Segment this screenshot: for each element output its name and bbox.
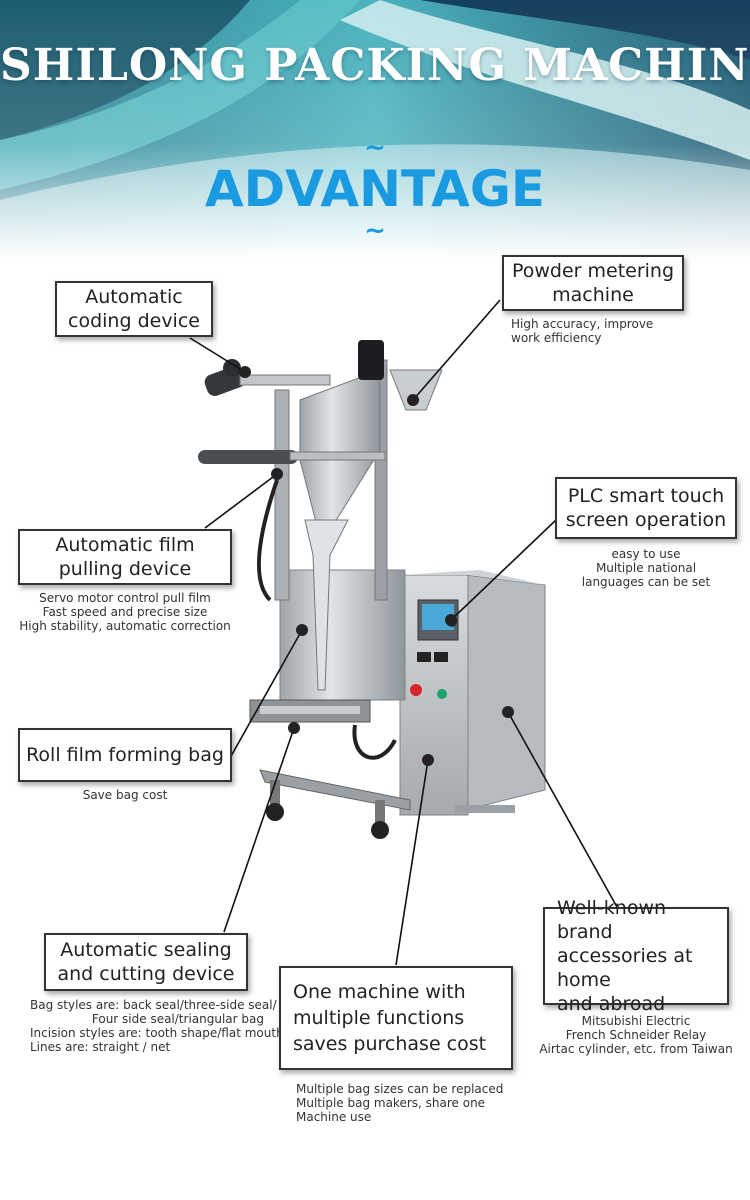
note-line: Multiple national — [595, 561, 697, 575]
feature-title-line: pulling device — [58, 558, 192, 580]
note-line: High accuracy, improve — [511, 317, 654, 331]
note-line: Airtac cylinder, etc. from Taiwan — [539, 1042, 733, 1056]
feature-title-line: machine — [552, 284, 634, 306]
feature-title-line: Automatic sealing — [60, 939, 232, 961]
feature-title-line: Automatic — [85, 286, 183, 308]
feature-plc-touch-screen: PLC smart touch screen operation — [555, 477, 737, 539]
feature-title-line: saves purchase cost — [293, 1033, 487, 1055]
feature-title-line: Roll film forming bag — [26, 744, 224, 766]
note-line: High stability, automatic correction — [19, 619, 231, 633]
callout-dot — [407, 394, 419, 406]
callout-dot — [296, 624, 308, 636]
feature-roll-film-forming: Roll film forming bag — [18, 728, 232, 782]
feature-film-pulling: Automatic film pulling device — [18, 529, 232, 585]
note-line: Machine use — [296, 1110, 372, 1124]
feature-title-line: Automatic film — [55, 534, 195, 556]
feature-brand-notes: Mitsubishi Electric French Schneider Rel… — [526, 1014, 746, 1056]
feature-powder-notes: High accuracy, improve work efficiency — [511, 317, 653, 345]
callout-dot — [271, 468, 283, 480]
feature-sealing-notes: Bag styles are: back seal/three-side sea… — [30, 998, 284, 1054]
feature-title-line: accessories at home — [557, 945, 693, 991]
callout-dot — [239, 366, 251, 378]
note-line: Mitsubishi Electric — [581, 1014, 691, 1028]
callout-dot — [422, 754, 434, 766]
hero-background-waves — [0, 0, 750, 260]
feature-plc-notes: easy to use Multiple national languages … — [555, 547, 737, 589]
note-line: easy to use — [611, 547, 681, 561]
tilde-decoration-bottom: ~ — [364, 216, 386, 246]
note-line: Lines are: straight / net — [30, 1040, 171, 1054]
callout-dot — [288, 722, 300, 734]
feature-coding-device: Automatic coding device — [55, 281, 213, 337]
note-line: Bag styles are: back seal/three-side sea… — [30, 998, 277, 1012]
feature-title-line: multiple functions — [293, 1007, 465, 1029]
hero-banner: SHILONG PACKING MACHINE ~ ADVANTAGE ~ — [0, 0, 750, 260]
callout-dot — [445, 614, 457, 626]
packing-machine-illustration — [198, 340, 546, 839]
feature-film-notes: Servo motor control pull film Fast speed… — [18, 591, 232, 633]
feature-sealing-cutting: Automatic sealing and cutting device — [44, 933, 248, 991]
note-line: work efficiency — [511, 331, 602, 345]
note-line: Multiple bag makers, share one — [296, 1096, 486, 1110]
feature-roll-notes: Save bag cost — [18, 788, 232, 802]
feature-powder-metering: Powder metering machine — [502, 255, 684, 311]
tilde-decoration-top: ~ — [364, 133, 386, 163]
page-title: SHILONG PACKING MACHINE — [0, 40, 750, 91]
advantage-heading: ADVANTAGE — [204, 160, 546, 218]
feature-title-line: coding device — [68, 310, 200, 332]
note-line: Multiple bag sizes can be replaced — [296, 1082, 504, 1096]
note-line: French Schneider Relay — [565, 1028, 707, 1042]
note-line: Save bag cost — [82, 788, 168, 802]
feature-multi-function: One machine with multiple functions save… — [279, 966, 513, 1070]
callout-dot — [502, 706, 514, 718]
feature-multi-notes: Multiple bag sizes can be replaced Multi… — [296, 1082, 503, 1124]
feature-title-line: screen operation — [565, 509, 727, 531]
feature-title-line: One machine with — [293, 981, 466, 1003]
feature-title-line: PLC smart touch — [567, 485, 725, 507]
feature-brand-accessories: Well-known brand accessories at home and… — [543, 897, 729, 1015]
note-line: languages can be set — [581, 575, 711, 589]
note-line: Servo motor control pull film — [39, 591, 211, 605]
note-line: Incision styles are: tooth shape/flat mo… — [30, 1026, 284, 1040]
note-line: Fast speed and precise size — [42, 605, 208, 619]
note-line: Four side seal/triangular bag — [91, 1012, 264, 1026]
feature-title-line: and abroad — [557, 993, 666, 1015]
feature-title-line: and cutting device — [57, 963, 235, 985]
feature-title-line: Powder metering — [511, 260, 675, 282]
feature-title-line: Well-known brand — [557, 897, 667, 943]
